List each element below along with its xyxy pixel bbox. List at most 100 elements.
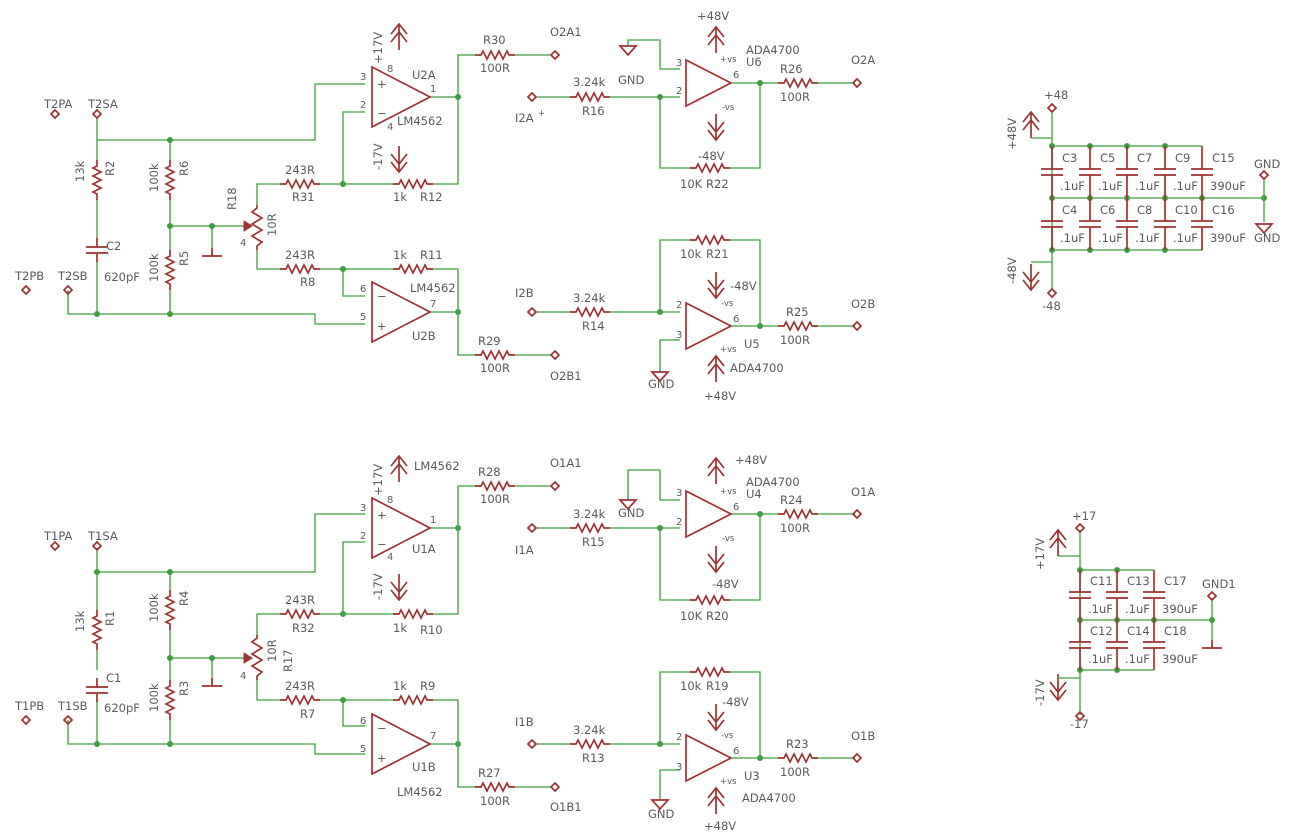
u6-pin3: 3 [676,58,682,69]
u4-pin3: 3 [676,488,682,499]
cap-value: .1uF [1098,231,1123,245]
o2b-label: O2B [851,297,875,311]
svg-text:−: − [377,721,387,735]
u5-vs-neg: -vs [721,299,734,309]
u4-vs-pos: +vs [720,487,737,497]
cap-label: C4 [1062,203,1077,217]
r32-label: R32 [292,621,315,635]
r31-label: R31 [292,190,315,204]
r24-value: 100R [780,521,810,535]
decoupling-48v: +48 -48 +48V -48V GND GND C3.1uFC5.1uFC7… [1005,88,1281,313]
u3-vneg: -48V [722,695,749,709]
capacitor-c4: C4.1uF [1041,198,1085,250]
channel2-input-stage: T2PA T2SA T2PB T2SB 13k R2 C2 620pF 100k… [14,23,582,383]
o2b1-label: O2B1 [550,369,582,383]
t2pa-label: T2PA [43,97,73,111]
u6-pin2: 2 [676,86,682,97]
svg-text:+: + [377,77,387,91]
u5-label: U5 [744,337,760,351]
r3-label: R3 [177,681,191,696]
u5-vneg: -48V [730,279,757,293]
u3-pin3: 3 [676,762,682,773]
cap-value: .1uF [1125,652,1150,666]
r2-value: 13k [73,160,87,182]
r17-value: 10R [265,639,279,662]
o2a1-label: O2A1 [550,25,582,39]
r7-value: 243R [285,679,315,693]
r13-label: R13 [582,751,605,765]
u5-pin6: 6 [733,314,739,325]
r14-value: 3.24k [573,291,606,305]
u4-pin6: 6 [733,502,739,513]
u1a-pin8: 8 [387,495,393,506]
cap-value: 390uF [1210,231,1246,245]
gnd-48-bot: GND [1254,231,1281,245]
u5-opamp: 2 3 6 -vs +vs U5 ADA4700 -48V +48V [676,271,784,403]
cap-value: .1uF [1060,179,1085,193]
u1a-pin1: 1 [430,515,436,526]
r17-pin4: 4 [240,671,246,682]
svg-text:+: + [377,508,387,522]
u1a-opamp: +− 3 2 1 8 4 LM4562 U1A +17V -17V [360,455,460,601]
cap-label: C9 [1175,151,1190,165]
cap-value: .1uF [1088,602,1113,616]
r12-value: 1k [393,190,407,204]
r8-value: 243R [285,248,315,262]
r22-label: R22 [706,177,729,191]
u4-pin2: 2 [676,517,682,528]
r18-pin4: 4 [240,238,246,249]
u2b-pin6: 6 [360,284,366,295]
r6-value: 100k [147,163,161,192]
u3-pin6: 6 [733,746,739,757]
capacitor-c12: C12.1uF [1069,620,1113,670]
cap-value: 390uF [1162,602,1198,616]
capacitor-c14: C14 .1uF [1106,620,1150,670]
u3-vs-neg: -vs [721,731,734,741]
gnd1-label: GND1 [1202,577,1236,591]
cap-value: .1uF [1135,231,1160,245]
u4-part: ADA4700 [746,475,800,489]
cap-label: C14 [1127,624,1150,638]
u2a-pin4: 4 [387,122,393,133]
gnd-u3: GND [648,807,675,821]
rail-minus17v: -17V [1033,679,1047,706]
cap-value: .1uF [1173,231,1198,245]
r23-value: 100R [780,765,810,779]
svg-text:+: + [377,319,387,333]
r9-label: R9 [420,679,435,693]
u3-vpos: +48V [704,819,736,833]
r28-value: 100R [480,492,510,506]
u6-label: U6 [746,55,762,69]
o2a-label: O2A [851,53,875,67]
cap-label: C6 [1100,203,1115,217]
u1b-pin7: 7 [430,731,436,742]
u1a-part: LM4562 [414,459,460,473]
capacitor-c13: C13.1uF [1106,570,1150,620]
u3-opamp: 2 3 6 -vs +vs U3 ADA4700 -48V +48V [676,695,796,833]
r15-label: R15 [582,535,605,549]
cap-label: C16 [1212,203,1235,217]
c2-value: 620pF [104,270,140,284]
u1b-pin6: 6 [360,716,366,727]
cap-label: C12 [1090,624,1113,638]
svg-text:−: − [377,106,387,120]
gnd-48-top: GND [1254,157,1281,171]
u1a-pin2: 2 [360,531,366,542]
cap-label: C17 [1164,574,1187,588]
capacitor-c17: C17 390uF [1143,570,1198,620]
u2a-pin8: 8 [387,64,393,75]
r26-value: 100R [780,90,810,104]
u2a-pin1: 1 [430,84,436,95]
u1a-pin3: 3 [360,503,366,514]
u1b-pin5: 5 [360,744,366,755]
svg-text:−: − [377,537,387,551]
u4-label: U4 [746,487,762,501]
r2-label: R2 [103,161,117,176]
i1a-label: I1A [515,543,534,557]
u4-opamp: 3 2 6 +vs -vs ADA4700 U4 +48V -48V [676,453,800,591]
cap-label: C11 [1090,574,1113,588]
r7-label: R7 [300,707,315,721]
r16-value: 3.24k [573,75,606,89]
